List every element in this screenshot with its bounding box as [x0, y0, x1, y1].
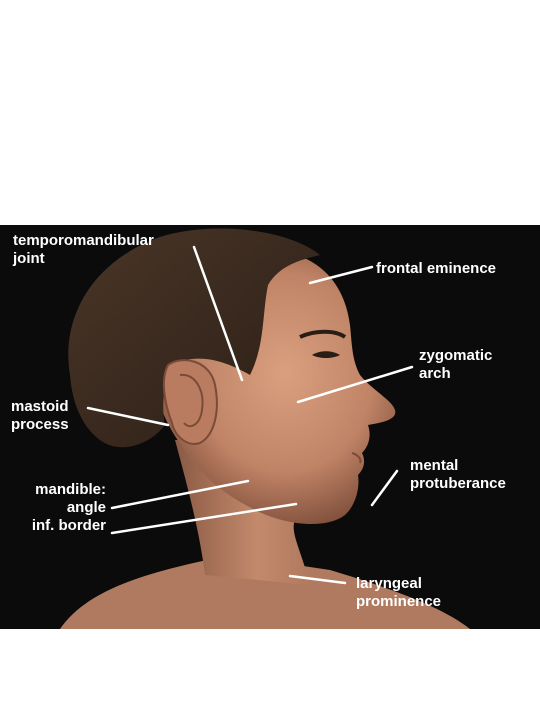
leader-lines — [86, 245, 414, 585]
leader-zygomatic-arch — [296, 365, 414, 404]
label-frontal-eminence: frontal eminence — [376, 260, 497, 277]
leader-temporomandibular-joint — [192, 245, 244, 382]
hair-shape — [68, 228, 320, 448]
ear-shape — [162, 359, 218, 445]
label-zygomatic-arch: zygomatic arch — [419, 347, 493, 382]
leader-mandible-inf-border — [110, 502, 298, 535]
brow-shape — [299, 329, 347, 339]
label-laryngeal-prominence: laryngeal prominence — [356, 575, 442, 610]
label-temporomandibular-joint: temporomandibular joint — [13, 232, 154, 267]
anatomy-photo: temporomandibular joint frontal eminence… — [0, 225, 540, 629]
leader-mandible-angle — [110, 479, 250, 510]
shoulder-shape — [60, 555, 470, 629]
leader-laryngeal-prominence — [288, 574, 347, 585]
head-profile-illustration — [60, 228, 470, 629]
label-mastoid-process: mastoid process — [11, 398, 69, 433]
leader-mental-protuberance — [370, 469, 399, 507]
leader-mastoid-process — [86, 406, 170, 427]
label-mental-protuberance: mental protuberance — [410, 457, 506, 492]
leader-frontal-eminence — [308, 265, 374, 285]
label-mandible: mandible: angle inf. border — [31, 481, 106, 534]
eye-shape — [312, 351, 340, 358]
